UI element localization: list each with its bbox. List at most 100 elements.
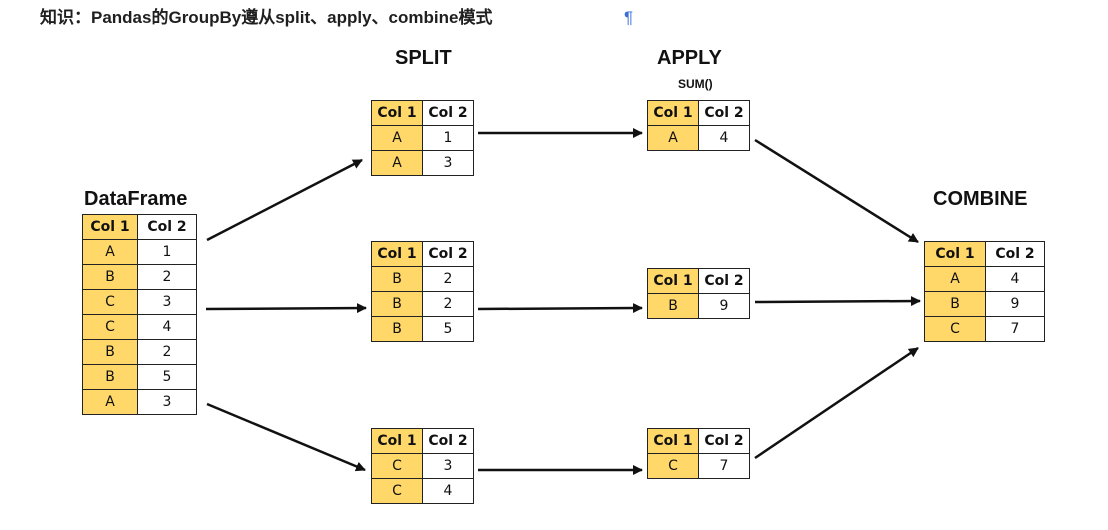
cell-key: B (371, 316, 423, 342)
cell-value: 5 (137, 364, 197, 390)
cell-value: 3 (422, 150, 474, 176)
arrow-df-to-split-c (206, 402, 366, 472)
cell-value: 3 (137, 289, 197, 315)
apply-function-label: SUM() (678, 77, 713, 91)
cell-key: B (371, 266, 423, 292)
header-col2: Col 2 (985, 241, 1045, 267)
cell-value: 3 (422, 453, 474, 479)
page-heading: 知识：Pandas的GroupBy遵从split、apply、combine模式 (40, 8, 493, 27)
header-col2: Col 2 (698, 428, 750, 454)
header-col2: Col 2 (698, 100, 750, 126)
cell-value: 1 (137, 239, 197, 265)
cell-key: C (82, 289, 138, 315)
cell-key: C (924, 316, 986, 342)
table-header-row: Col 1 Col 2 (82, 214, 197, 240)
cell-value: 2 (422, 266, 474, 292)
cell-value: 4 (422, 478, 474, 504)
arrow-df-to-split-b (205, 303, 367, 314)
cell-value: 2 (137, 264, 197, 290)
cell-key: C (371, 478, 423, 504)
cell-value: 9 (985, 291, 1045, 317)
cell-value: 9 (698, 293, 750, 319)
header-col2: Col 2 (422, 428, 474, 454)
cell-key: B (924, 291, 986, 317)
cell-key: C (647, 453, 699, 479)
cell-key: B (82, 339, 138, 365)
split-label: SPLIT (395, 47, 452, 69)
cell-value: 5 (422, 316, 474, 342)
apply-label: APPLY (657, 47, 722, 69)
cell-value: 2 (422, 291, 474, 317)
header-col1: Col 1 (371, 100, 423, 126)
arrow-split-b-to-apply-b (477, 303, 643, 314)
cell-key: B (647, 293, 699, 319)
header-col2: Col 2 (137, 214, 197, 240)
header-col1: Col 1 (924, 241, 986, 267)
header-col1: Col 1 (647, 100, 699, 126)
dataframe-label: DataFrame (84, 188, 188, 210)
cell-key: B (371, 291, 423, 317)
cell-key: C (82, 314, 138, 340)
cell-value: 7 (698, 453, 750, 479)
cell-value: 7 (985, 316, 1045, 342)
arrow-apply-c-to-combine (754, 346, 919, 460)
cell-key: A (82, 239, 138, 265)
cell-key: A (371, 125, 423, 151)
cell-value: 2 (137, 339, 197, 365)
combine-label: COMBINE (933, 188, 1028, 210)
arrow-apply-b-to-combine (754, 296, 921, 307)
arrow-df-to-split-a (206, 158, 363, 242)
header-col2: Col 2 (422, 241, 474, 267)
cell-value: 4 (698, 125, 750, 151)
cell-value: 1 (422, 125, 474, 151)
cell-key: A (371, 150, 423, 176)
cell-value: 4 (985, 266, 1045, 292)
cell-key: A (82, 389, 138, 415)
header-col1: Col 1 (647, 268, 699, 294)
cell-value: 3 (137, 389, 197, 415)
cell-value: 4 (137, 314, 197, 340)
arrow-apply-a-to-combine (754, 138, 919, 244)
cell-key: A (924, 266, 986, 292)
header-col1: Col 1 (371, 241, 423, 267)
cell-key: B (82, 264, 138, 290)
header-col1: Col 1 (371, 428, 423, 454)
pilcrow-mark: ¶ (624, 8, 634, 27)
header-col1: Col 1 (647, 428, 699, 454)
cell-key: A (647, 125, 699, 151)
